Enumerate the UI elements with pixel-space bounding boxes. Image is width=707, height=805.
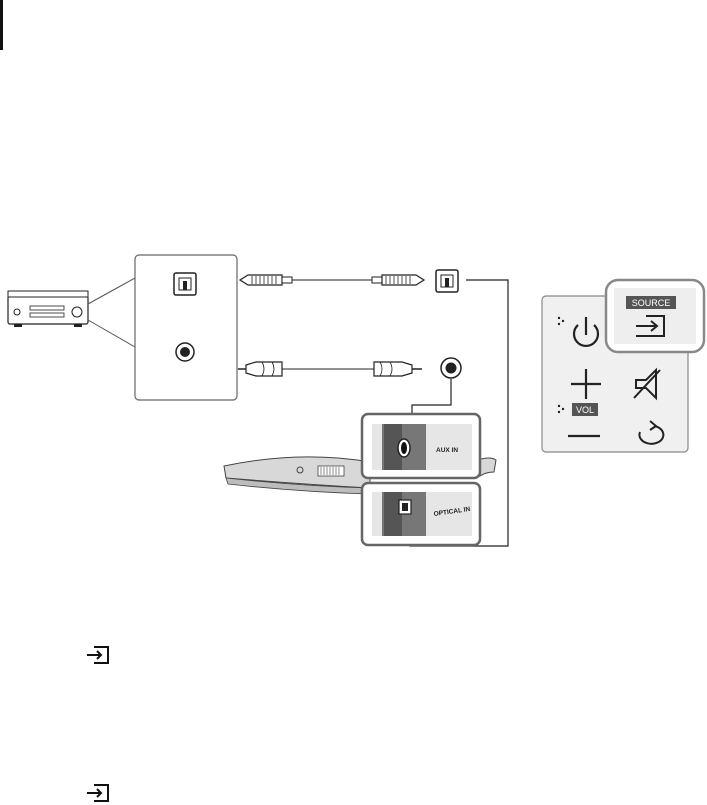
optical-in-port-panel: OPTICAL IN: [362, 483, 480, 545]
aux-in-port-panel: AUX IN: [362, 414, 480, 478]
device-back-panel: [135, 255, 237, 400]
source-icon: [86, 783, 110, 803]
source-button-highlight[interactable]: SOURCE: [606, 280, 704, 352]
callout-lines: [88, 278, 135, 347]
source-label: SOURCE: [632, 298, 671, 308]
aux-in-label: AUX IN: [436, 447, 458, 454]
device-aux-port: [176, 343, 194, 361]
aux-cable: [238, 358, 461, 378]
soundbar-control-panel: VOL SOURCE: [542, 280, 704, 452]
device-optical-port: [174, 273, 196, 295]
external-device-icon: [8, 291, 88, 327]
source-icon: [86, 645, 110, 665]
vol-label: VOL: [576, 405, 594, 415]
optical-cable: [240, 270, 458, 292]
